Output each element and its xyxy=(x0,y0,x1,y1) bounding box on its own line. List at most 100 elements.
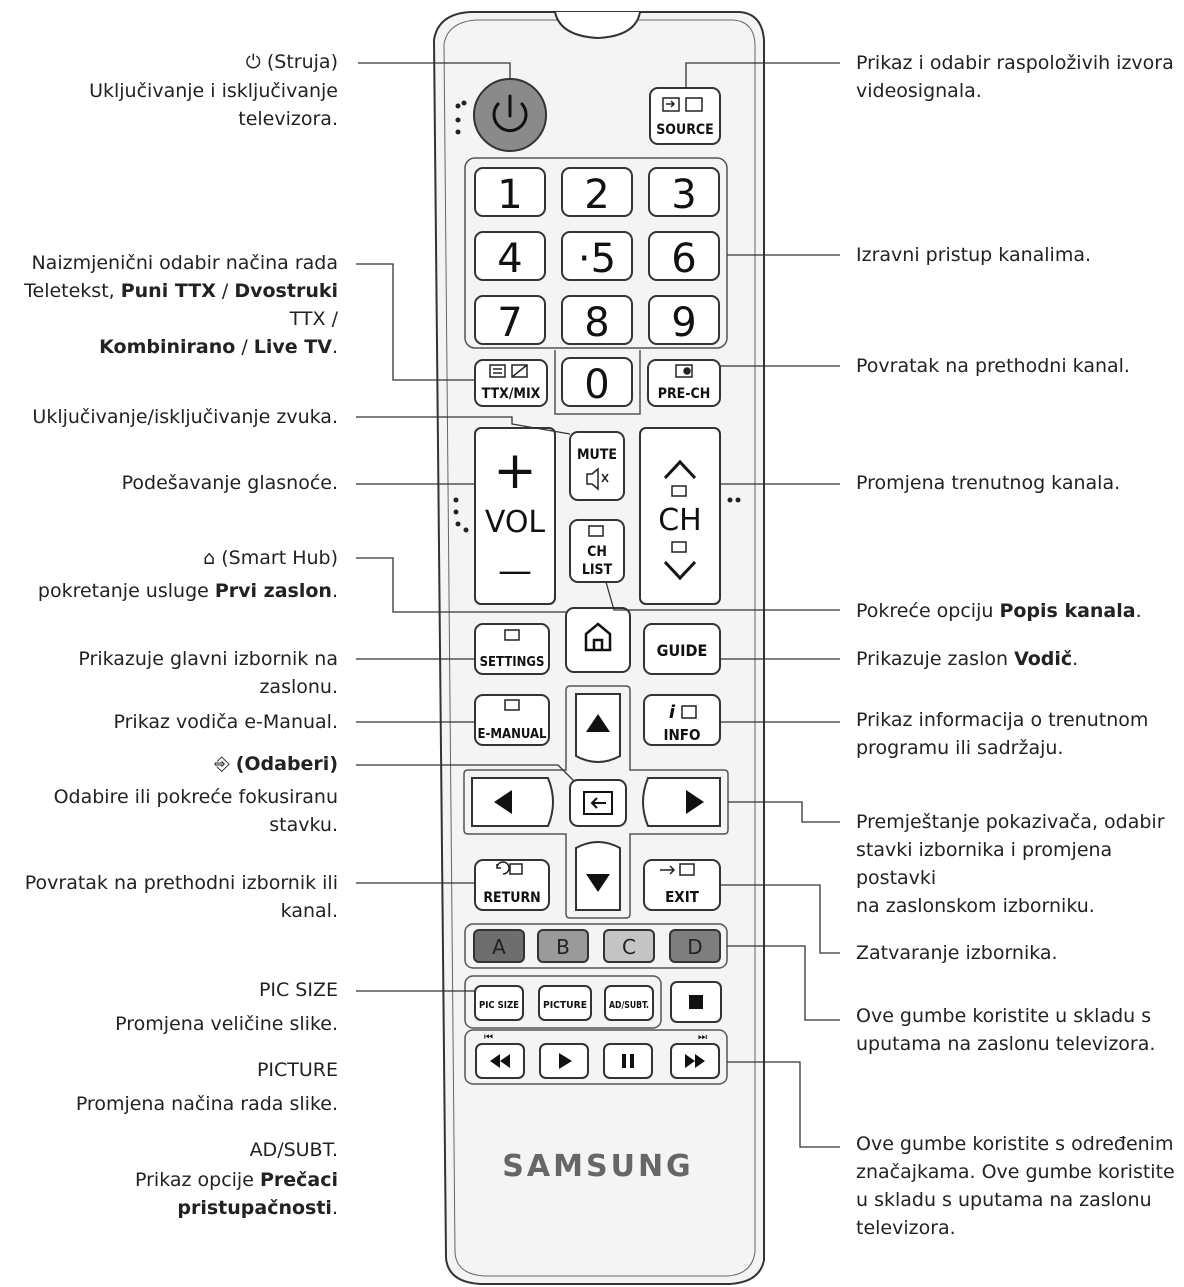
number-key[interactable]: 6 xyxy=(648,231,720,282)
number-key[interactable]: 9 xyxy=(648,295,720,346)
label-power-desc: Uključivanje i isključivanje televizora. xyxy=(89,80,338,130)
e-manual-button[interactable]: E-MANUAL xyxy=(474,694,550,746)
ch-list-button[interactable]: CH LIST xyxy=(569,519,625,583)
label-mute: Uključivanje/isključivanje zvuka. xyxy=(32,406,338,428)
source-button[interactable]: SOURCE xyxy=(649,87,721,145)
number-key-label: 9 xyxy=(671,300,696,346)
svg-text:GUIDE: GUIDE xyxy=(657,641,708,660)
guide-button[interactable]: GUIDE xyxy=(643,623,721,675)
exit-button[interactable]: EXIT xyxy=(643,859,721,911)
channel-rocker[interactable]: CH xyxy=(639,427,721,605)
label-guide: Prikazuje zaslon Vodič. xyxy=(856,648,1079,670)
number-key-label: 4 xyxy=(497,236,522,282)
color-button-b-label: B xyxy=(556,935,570,959)
number-key-label: ·5 xyxy=(578,236,616,282)
dpad-down-button[interactable] xyxy=(575,841,621,911)
color-buttons[interactable]: A B C D xyxy=(473,929,721,963)
number-key[interactable]: 8 xyxy=(561,295,633,346)
pre-ch-button[interactable]: PRE-CH xyxy=(647,359,721,407)
info-icon xyxy=(681,705,697,719)
numpad-group xyxy=(464,157,728,349)
number-key-label: 8 xyxy=(584,300,609,346)
color-button-a[interactable]: A xyxy=(473,929,525,963)
ir-window xyxy=(554,11,641,40)
number-key-label: 7 xyxy=(497,300,522,346)
fast-forward-button[interactable]: ⏭ xyxy=(670,1032,720,1079)
svg-text:RETURN: RETURN xyxy=(483,890,540,906)
arrow-down-icon xyxy=(586,874,610,892)
return-icon xyxy=(496,861,523,875)
label-emanual: Prikaz vodiča e-Manual. xyxy=(113,711,338,733)
dpad-right-button[interactable] xyxy=(642,777,721,827)
enter-icon xyxy=(583,791,613,815)
svg-text:CH: CH xyxy=(658,503,702,538)
label-color-buttons: Ove gumbe koristite u skladu s uputama n… xyxy=(856,1005,1156,1055)
ttx-icon xyxy=(489,364,528,378)
home-icon xyxy=(584,622,612,652)
home-button[interactable] xyxy=(565,607,631,673)
svg-text:VOL: VOL xyxy=(485,505,546,540)
svg-text:SETTINGS: SETTINGS xyxy=(480,655,545,670)
play-button[interactable] xyxy=(539,1043,589,1079)
color-button-a-label: A xyxy=(492,935,506,959)
mute-button[interactable]: MUTE xyxy=(569,431,625,501)
label-source: Prikaz i odabir raspoloživih izvora vide… xyxy=(856,52,1174,102)
number-key[interactable]: 4 xyxy=(474,231,546,282)
label-channel: Promjena trenutnog kanala. xyxy=(856,472,1121,494)
settings-button[interactable]: SETTINGS xyxy=(474,623,550,675)
settings-icon xyxy=(504,629,520,641)
stop-button[interactable] xyxy=(670,981,722,1023)
number-key[interactable]: 1 xyxy=(474,167,546,218)
label-info: Prikaz informacija o trenutnom programu … xyxy=(856,709,1149,759)
color-button-d[interactable]: D xyxy=(669,929,721,963)
number-key-label: 1 xyxy=(497,172,522,218)
label-return: Povratak na prethodni izbornik ili kanal… xyxy=(24,872,338,922)
enter-small-icon: ⎆ xyxy=(214,753,230,775)
label-picture-title: PICTURE xyxy=(256,1059,338,1081)
label-power: ⏻ (Struja) xyxy=(245,51,338,73)
fast-forward-icon xyxy=(685,1054,705,1068)
color-button-c[interactable]: C xyxy=(603,929,655,963)
svg-text:i: i xyxy=(669,702,676,723)
number-key[interactable]: 7 xyxy=(474,295,546,346)
volume-rocker[interactable]: + VOL — xyxy=(474,427,556,605)
label-exit: Zatvaranje izbornika. xyxy=(856,942,1058,964)
svg-text:PRE-CH: PRE-CH xyxy=(658,386,711,402)
label-adsubt-desc: Prikaz opcije Prečaci pristupačnosti. xyxy=(134,1169,338,1219)
info-button[interactable]: i INFO xyxy=(643,694,721,746)
label-media-buttons: Ove gumbe koristite s određenim značajka… xyxy=(856,1133,1175,1239)
prech-icon xyxy=(675,364,693,378)
label-prech: Povratak na prethodni kanal. xyxy=(856,355,1130,377)
pic-size-button[interactable]: PIC SIZE xyxy=(474,985,524,1021)
emanual-icon xyxy=(504,699,520,711)
dpad-up-button[interactable] xyxy=(575,693,621,763)
color-button-d-label: D xyxy=(687,935,702,959)
color-button-b[interactable]: B xyxy=(537,929,589,963)
label-picture-desc: Promjena načina rada slike. xyxy=(75,1093,338,1115)
return-button[interactable]: RETURN xyxy=(474,859,550,911)
channel-down-icon xyxy=(663,560,697,581)
media-buttons-group xyxy=(464,1029,728,1085)
dpad-left-button[interactable] xyxy=(471,777,554,827)
rewind-button[interactable]: ⏮ xyxy=(475,1032,525,1079)
picture-button[interactable]: PICTURE xyxy=(538,985,592,1021)
number-key-label: 0 xyxy=(584,362,609,408)
svg-text:AD/SUBT.: AD/SUBT. xyxy=(609,1000,649,1011)
stop-icon xyxy=(689,995,703,1009)
power-button[interactable] xyxy=(473,78,547,152)
number-key[interactable]: ·5 xyxy=(561,231,633,282)
number-key[interactable]: 0 xyxy=(561,357,633,408)
select-button[interactable] xyxy=(569,779,627,827)
svg-text:MUTE: MUTE xyxy=(577,447,617,463)
svg-text:CH: CH xyxy=(587,544,607,560)
pause-button[interactable] xyxy=(603,1043,653,1079)
zero-group xyxy=(554,350,641,415)
power-small-icon: ⏻ xyxy=(245,51,261,73)
number-key[interactable]: 3 xyxy=(648,167,720,218)
number-key[interactable]: 2 xyxy=(561,167,633,218)
ad-subt-button[interactable]: AD/SUBT. xyxy=(604,985,654,1021)
remote-body-inner xyxy=(443,19,756,1277)
ttx-mix-button[interactable]: TTX/MIX xyxy=(474,359,548,407)
svg-text:+: + xyxy=(493,441,537,501)
